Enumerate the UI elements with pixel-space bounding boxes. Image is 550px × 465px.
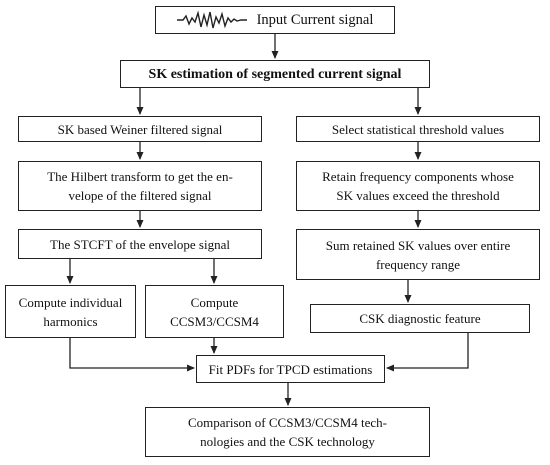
node-label: The STCFT of the envelope signal: [50, 236, 230, 252]
arrow-csk-to-fit: [386, 333, 469, 372]
node-label: Fit PDFs for TPCD estimations: [208, 361, 373, 377]
arrow-harmonics-to-fit: [69, 338, 195, 372]
node-label-line-1: Compute: [190, 294, 239, 310]
node-sk-estimation: SK estimation of segmented current signa…: [120, 60, 430, 88]
node-hilbert-transform: The Hilbert transform to get the en- vel…: [18, 161, 262, 211]
node-input-current-signal: Input Current signal: [155, 6, 395, 34]
node-label-line-1: Retain frequency components whose: [322, 169, 514, 184]
node-select-threshold: Select statistical threshold values: [296, 116, 540, 142]
node-label: Select statistical threshold values: [331, 121, 505, 137]
node-label-line-2: nologies and the CSK technology: [200, 434, 375, 449]
node-label-line-1: Compute individual: [18, 294, 123, 310]
node-label: CSK diagnostic feature: [359, 311, 481, 326]
node-label-line-2: frequency range: [375, 256, 461, 272]
node-stcft-envelope: The STCFT of the envelope signal: [18, 229, 262, 259]
node-label-line-1: Comparison of CCSM3/CCSM4 tech-: [188, 415, 387, 430]
node-sum-retained-sk: Sum retained SK values over entire frequ…: [296, 229, 540, 280]
node-label-line-2: velope of the filtered signal: [68, 188, 212, 203]
node-compute-ccsm: Compute CCSM3/CCSM4: [145, 285, 284, 338]
node-csk-diagnostic-feature: CSK diagnostic feature: [310, 304, 530, 333]
node-label: SK based Weiner filtered signal: [57, 121, 223, 137]
node-compute-harmonics: Compute individual harmonics: [5, 285, 136, 338]
node-label-line-2: SK values exceed the threshold: [336, 188, 500, 203]
node-fit-pdfs: Fit PDFs for TPCD estimations: [196, 355, 385, 383]
node-label: Input Current signal: [256, 11, 374, 28]
node-label-line-1: The Hilbert transform to get the en-: [47, 169, 233, 184]
waveform-icon: [176, 10, 247, 29]
node-label-line-2: harmonics: [43, 313, 98, 329]
node-label-line-2: CCSM3/CCSM4: [170, 313, 259, 329]
node-retain-frequency: Retain frequency components whose SK val…: [296, 161, 540, 211]
node-sk-wiener-filtered: SK based Weiner filtered signal: [18, 116, 262, 142]
node-label-line-1: Sum retained SK values over entire: [325, 237, 511, 253]
node-label: SK estimation of segmented current signa…: [148, 66, 402, 82]
node-comparison: Comparison of CCSM3/CCSM4 tech- nologies…: [145, 407, 430, 457]
